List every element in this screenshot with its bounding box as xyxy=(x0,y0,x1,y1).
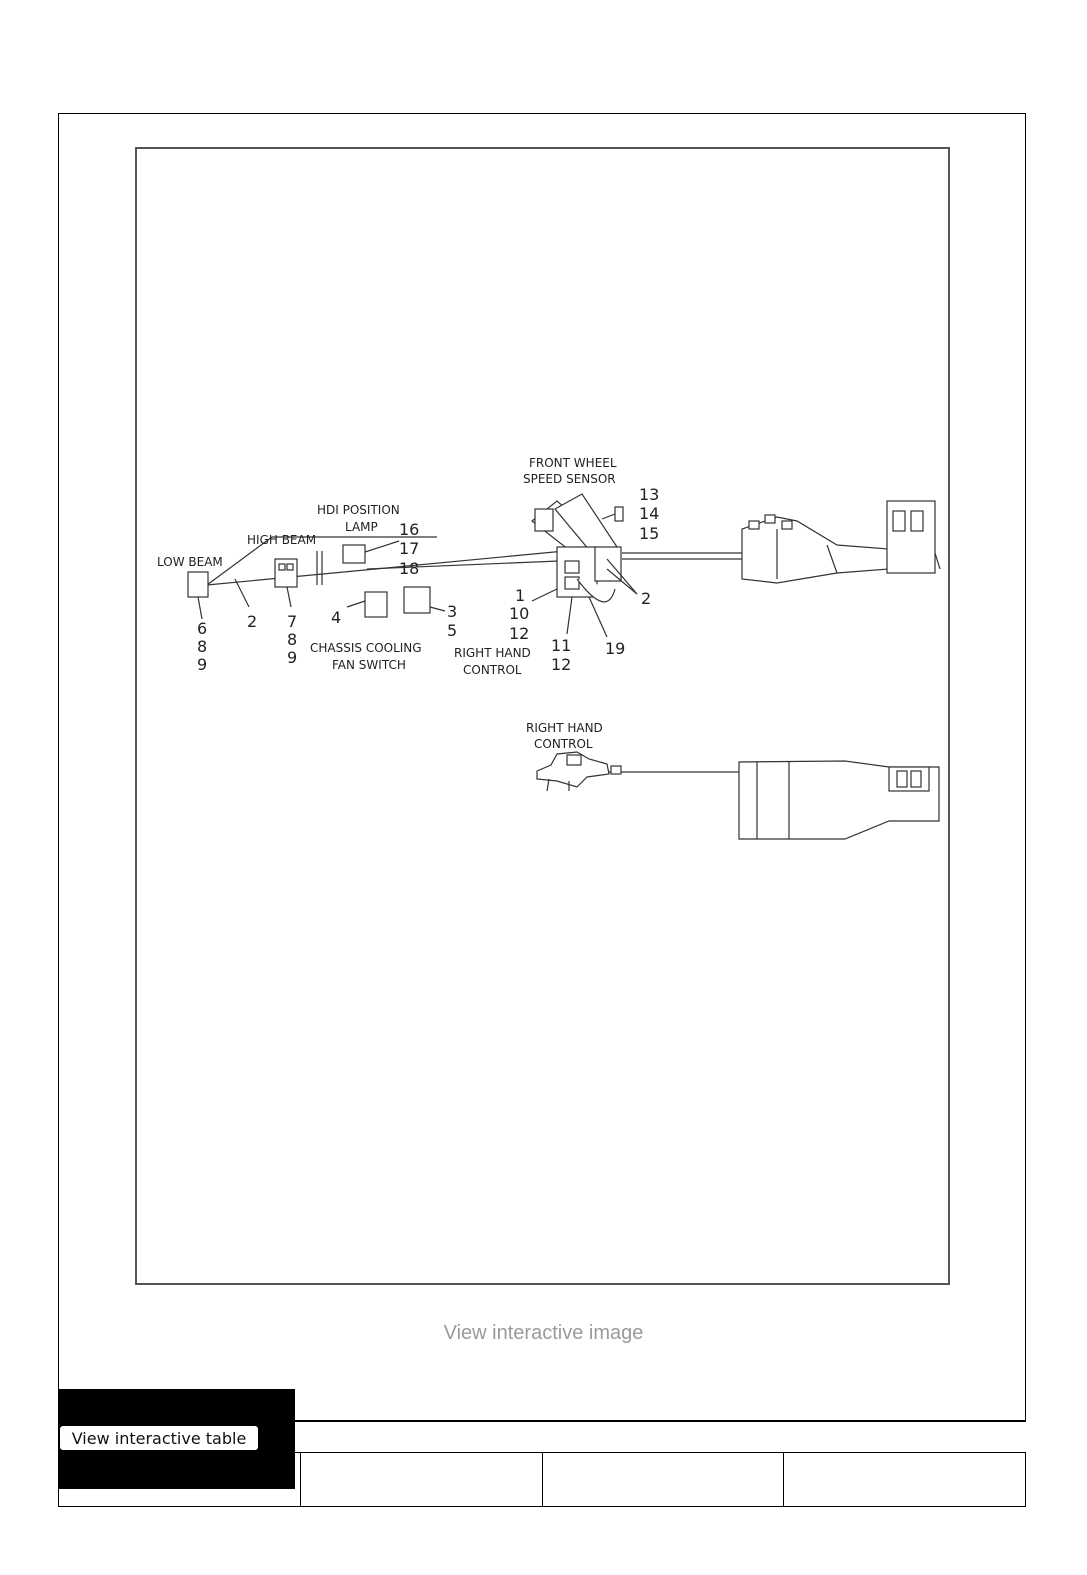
callout-2-right: 2 xyxy=(641,589,651,608)
right-hand-control-cluster xyxy=(531,493,638,638)
callout-9-left: 9 xyxy=(197,655,207,674)
table-top-border xyxy=(295,1421,1026,1422)
label-front-wheel-line1: FRONT WHEEL xyxy=(529,456,617,470)
callout-8-left: 8 xyxy=(197,637,207,656)
label-rhc-line2: CONTROL xyxy=(463,663,522,677)
view-interactive-table-button[interactable]: View interactive table xyxy=(60,1426,258,1450)
table-cell xyxy=(59,1453,301,1506)
label-chassis-line2: FAN SWITCH xyxy=(332,658,406,672)
label-high-beam: HIGH BEAM xyxy=(247,533,316,547)
fan-switch-connector xyxy=(346,586,446,618)
callout-13: 13 xyxy=(639,485,659,504)
callout-16: 16 xyxy=(399,520,419,539)
label-chassis-line1: CHASSIS COOLING xyxy=(310,641,422,655)
label-hdi-line1: HDI POSITION xyxy=(317,503,400,517)
diagram-drawing: LOW BEAM HIGH BEAM HDI POSITION LAMP FRO… xyxy=(157,456,941,840)
callout-17: 17 xyxy=(399,539,419,558)
callout-12-upper: 12 xyxy=(509,624,529,643)
callout-9-right: 9 xyxy=(287,648,297,667)
callout-8-right: 8 xyxy=(287,630,297,649)
label-hdi-line2: LAMP xyxy=(345,520,378,534)
table-cell xyxy=(784,1453,1025,1506)
callout-14: 14 xyxy=(639,504,659,523)
label-low-beam: LOW BEAM xyxy=(157,555,223,569)
callout-5: 5 xyxy=(447,621,457,640)
bottom-table xyxy=(58,1452,1026,1507)
callout-4: 4 xyxy=(331,608,341,627)
label-rhc2-line1: RIGHT HAND xyxy=(526,721,603,735)
hdi-lamp-connector xyxy=(342,540,400,564)
callout-2-left: 2 xyxy=(247,612,257,631)
label-rhc-line1: RIGHT HAND xyxy=(454,646,531,660)
view-interactive-image-link[interactable]: View interactive image xyxy=(443,1322,644,1344)
label-front-wheel-line2: SPEED SENSOR xyxy=(523,472,616,486)
callout-12-lower: 12 xyxy=(551,655,571,674)
callout-6: 6 xyxy=(197,619,207,638)
callout-15: 15 xyxy=(639,524,659,543)
lower-module xyxy=(738,760,940,840)
callout-11: 11 xyxy=(551,636,571,655)
callout-1: 1 xyxy=(515,586,525,605)
table-cell xyxy=(301,1453,543,1506)
callout-19: 19 xyxy=(605,639,625,658)
wiring-diagram: LOW BEAM HIGH BEAM HDI POSITION LAMP FRO… xyxy=(135,147,950,1285)
callout-7: 7 xyxy=(287,612,297,631)
label-rhc2-line2: CONTROL xyxy=(534,737,593,751)
lower-rhc-assembly xyxy=(536,751,622,792)
callout-10: 10 xyxy=(509,604,529,623)
callout-18: 18 xyxy=(399,559,419,578)
upper-module xyxy=(741,500,941,584)
low-beam-connector xyxy=(187,571,209,620)
callout-3: 3 xyxy=(447,602,457,621)
table-cell xyxy=(543,1453,785,1506)
page-frame xyxy=(58,113,1026,1421)
high-beam-connector xyxy=(234,558,298,608)
